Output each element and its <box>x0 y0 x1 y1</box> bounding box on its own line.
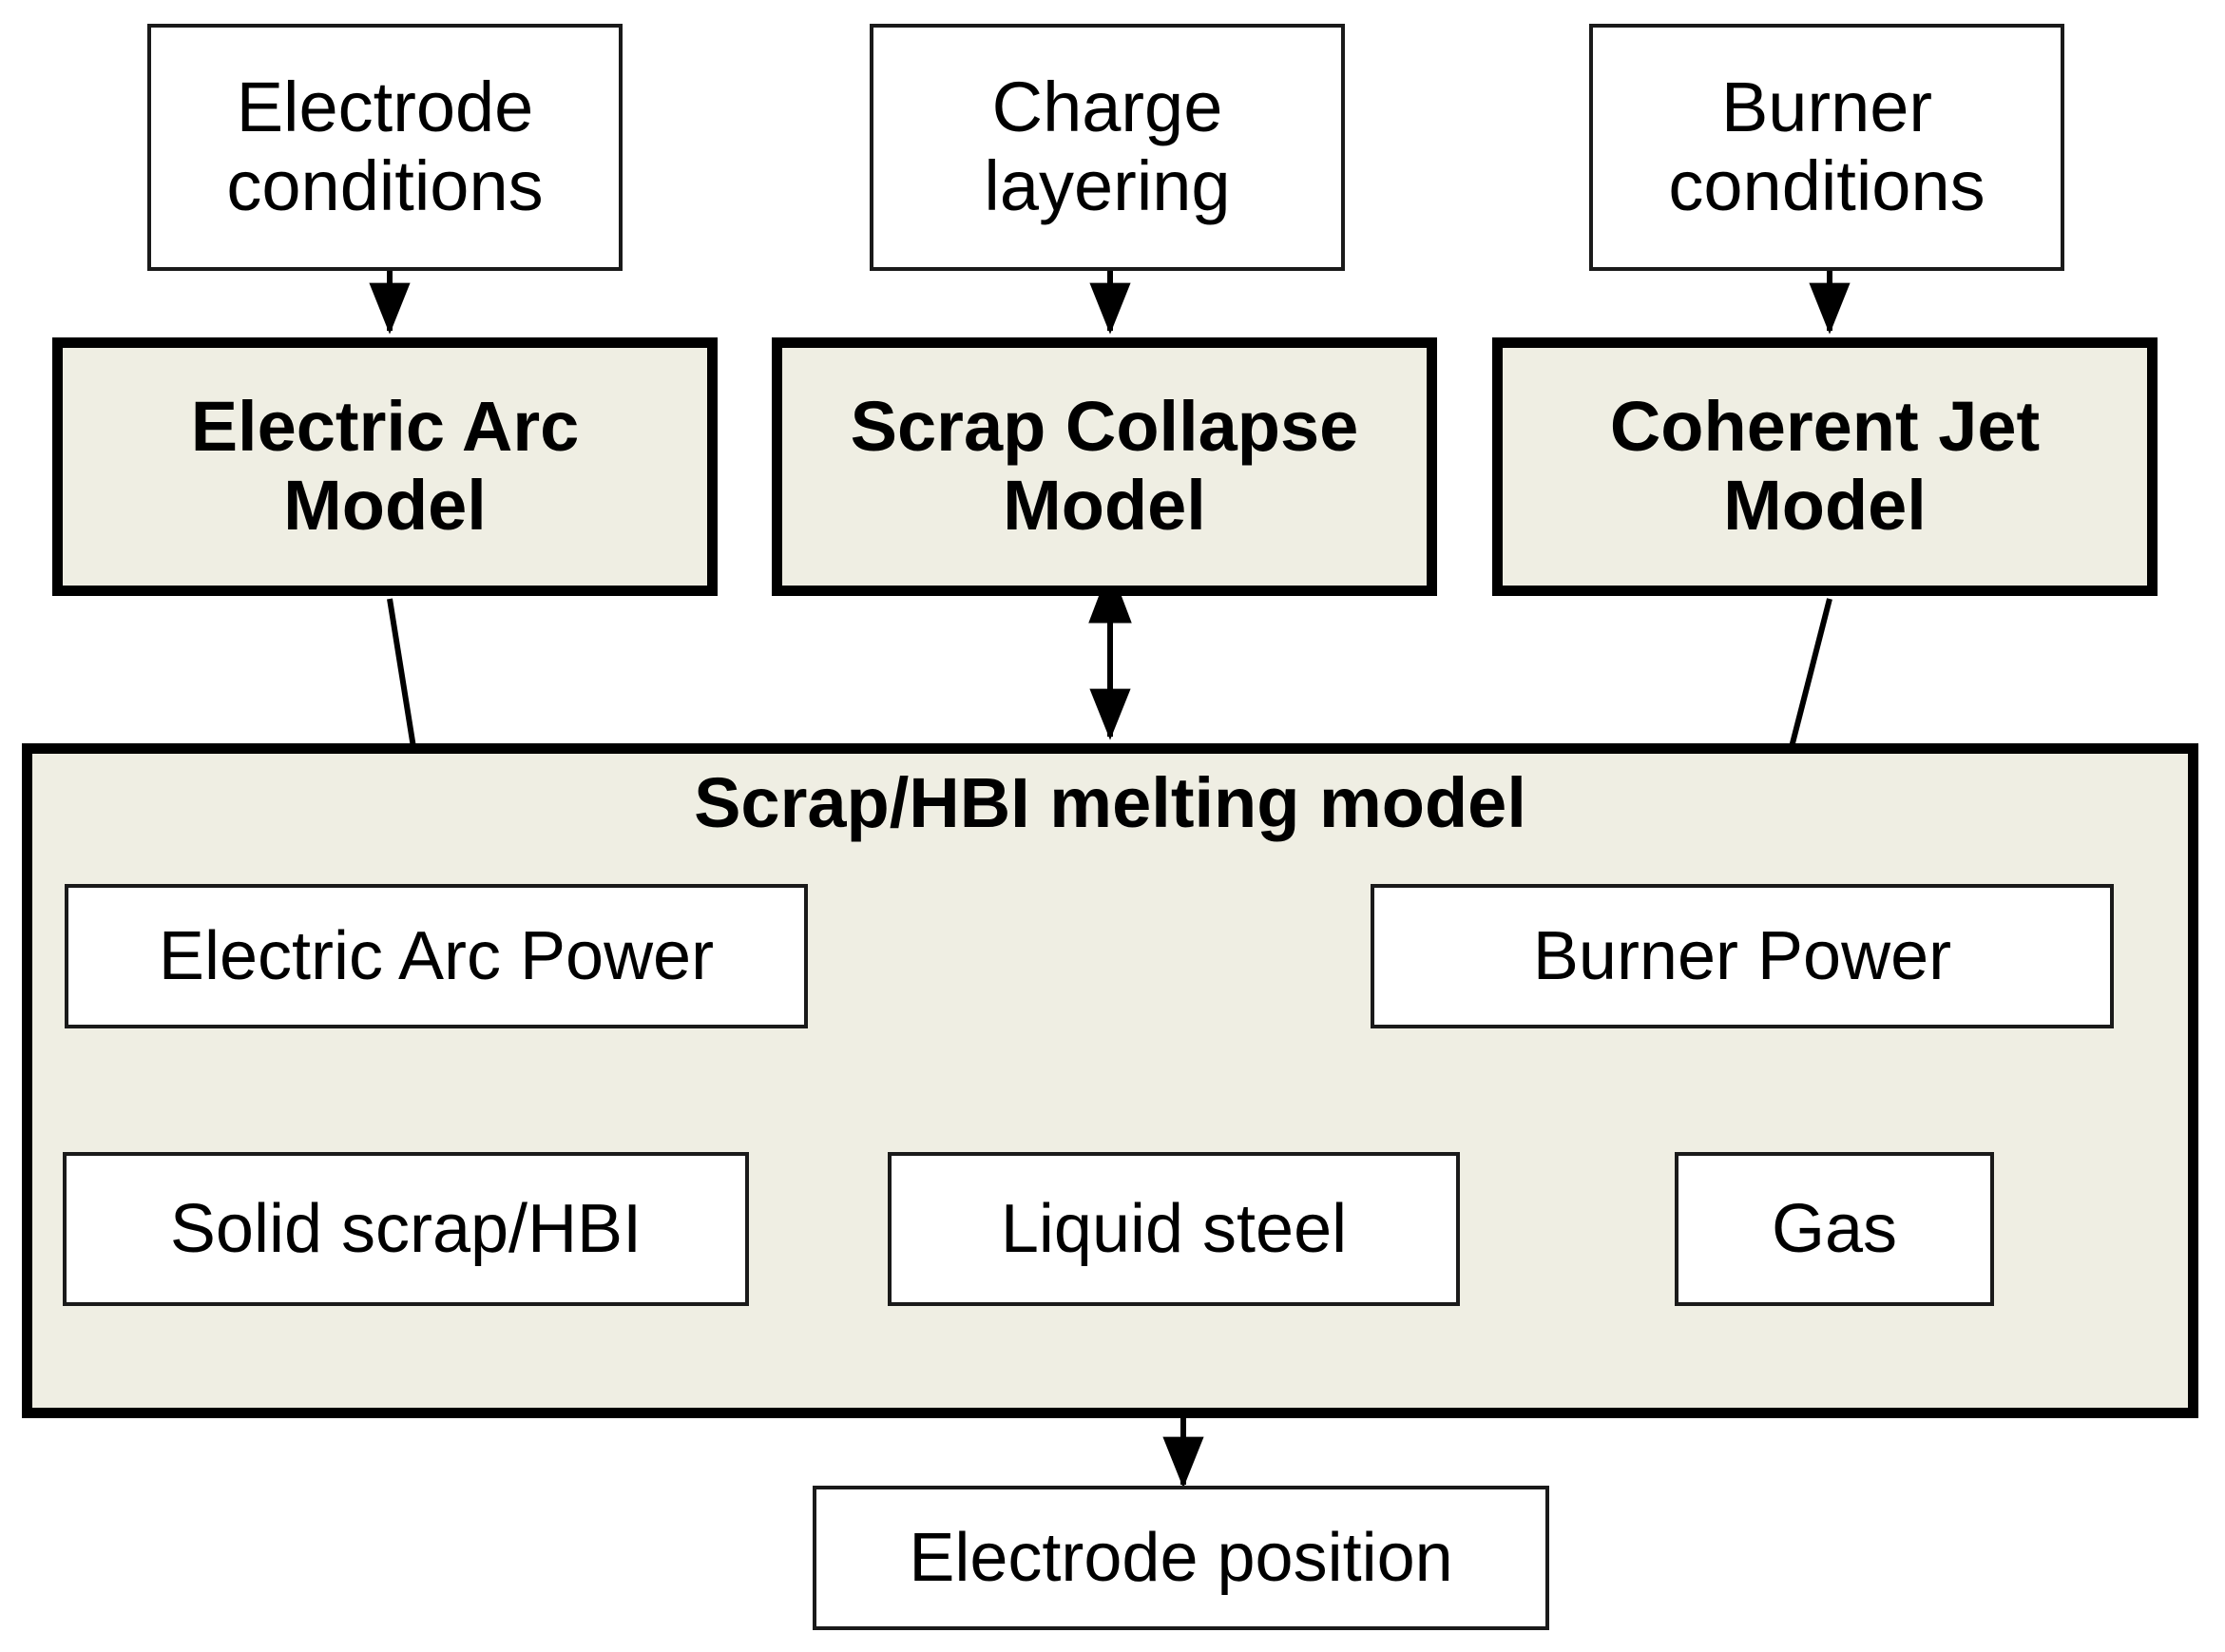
node-liquid-steel[interactable]: Liquid steel <box>888 1152 1460 1306</box>
input-box-electrode-conditions[interactable]: Electrode conditions <box>147 24 623 271</box>
model-box-coherent-jet-model[interactable]: Coherent Jet Model <box>1492 337 2158 596</box>
node-gas[interactable]: Gas <box>1675 1152 1994 1306</box>
container-title-scrap-hbi-melting-model: Scrap/HBI melting model <box>694 763 1526 842</box>
model-box-electric-arc-model[interactable]: Electric Arc Model <box>52 337 718 596</box>
node-solid-scrap-hbi[interactable]: Solid scrap/HBI <box>63 1152 749 1306</box>
node-burner-power[interactable]: Burner Power <box>1371 884 2114 1028</box>
container-scrap-hbi-melting-model[interactable] <box>22 743 2198 1418</box>
node-electric-arc-power[interactable]: Electric Arc Power <box>65 884 808 1028</box>
model-box-scrap-collapse-model[interactable]: Scrap Collapse Model <box>772 337 1437 596</box>
input-box-charge-layering[interactable]: Charge layering <box>870 24 1345 271</box>
output-box-electrode-position[interactable]: Electrode position <box>813 1486 1549 1630</box>
input-box-burner-conditions[interactable]: Burner conditions <box>1589 24 2064 271</box>
